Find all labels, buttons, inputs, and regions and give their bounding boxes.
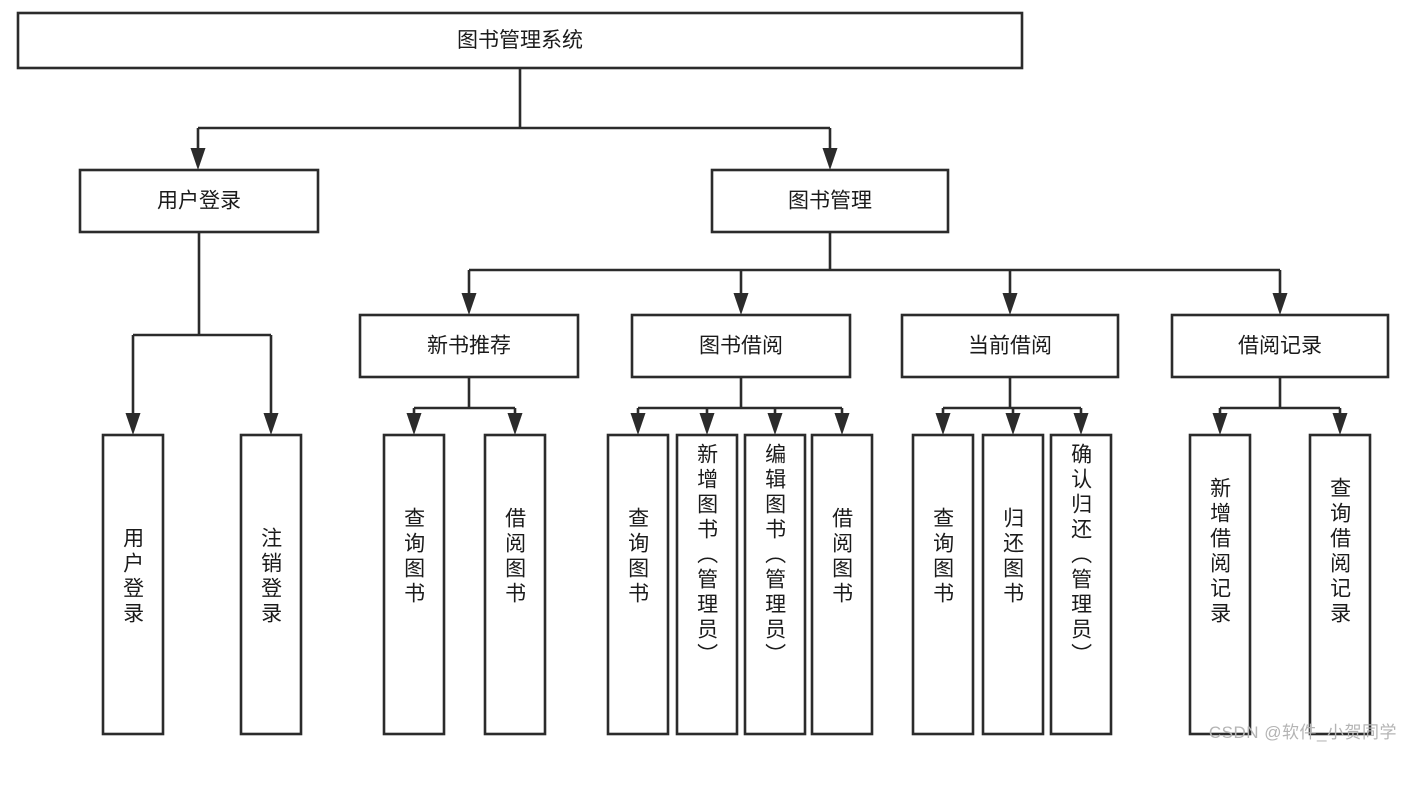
node-l3_3-box[interactable] bbox=[1170, 313, 1390, 379]
node-leaf_5-box[interactable] bbox=[675, 433, 739, 736]
connector-borrow-to-leaves bbox=[630, 377, 850, 435]
node-leaf_6-box[interactable] bbox=[743, 433, 807, 736]
node-leaf_7-box[interactable] bbox=[810, 433, 874, 736]
node-l2_0-box[interactable] bbox=[78, 168, 320, 234]
node-l2_1-box[interactable] bbox=[710, 168, 950, 234]
node-leaf_9-box[interactable] bbox=[981, 433, 1045, 736]
node-boxes-layer bbox=[16, 11, 1390, 736]
node-leaf_2-box[interactable] bbox=[382, 433, 446, 736]
node-leaf_11-box[interactable] bbox=[1188, 433, 1252, 736]
node-leaf_0-box[interactable] bbox=[101, 433, 165, 736]
node-l3_1-box[interactable] bbox=[630, 313, 852, 379]
node-l2_0-label: 用户登录 bbox=[157, 190, 241, 213]
connector-new-book-to-leaves bbox=[406, 377, 523, 435]
connector-records-to-leaves bbox=[1212, 377, 1348, 435]
connector-book-mgmt-to-level3 bbox=[461, 232, 1288, 315]
node-leaf_10-box[interactable] bbox=[1049, 433, 1113, 736]
node-leaf_4-box[interactable] bbox=[606, 433, 670, 736]
node-leaf_8-box[interactable] bbox=[911, 433, 975, 736]
connector-edges-layer bbox=[125, 68, 1348, 435]
connector-user-login-to-leaves bbox=[125, 232, 279, 435]
connector-current-borrow-to-leaves bbox=[935, 377, 1089, 435]
csdn-watermark: CSDN @软件_小贺同学 bbox=[1208, 723, 1397, 742]
connector-root-to-level2 bbox=[190, 68, 838, 170]
node-leaf_3-box[interactable] bbox=[483, 433, 547, 736]
node-l3_2-box[interactable] bbox=[900, 313, 1120, 379]
node-l3_0-label: 新书推荐 bbox=[427, 335, 511, 358]
node-l3_3-label: 借阅记录 bbox=[1238, 335, 1322, 358]
node-root-box[interactable] bbox=[16, 11, 1024, 70]
node-leaf_1-box[interactable] bbox=[239, 433, 303, 736]
node-l3_1-label: 图书借阅 bbox=[699, 335, 783, 358]
node-root-label: 图书管理系统 bbox=[457, 29, 583, 52]
node-l3_0-box[interactable] bbox=[358, 313, 580, 379]
node-l2_1-label: 图书管理 bbox=[788, 190, 872, 213]
flowchart-diagram: 图书管理系统用户登录图书管理新书推荐图书借阅当前借阅借阅记录 用户登录注销登录查… bbox=[16, 11, 1397, 742]
node-l3_2-label: 当前借阅 bbox=[968, 335, 1052, 358]
node-leaf_12-box[interactable] bbox=[1308, 433, 1372, 736]
